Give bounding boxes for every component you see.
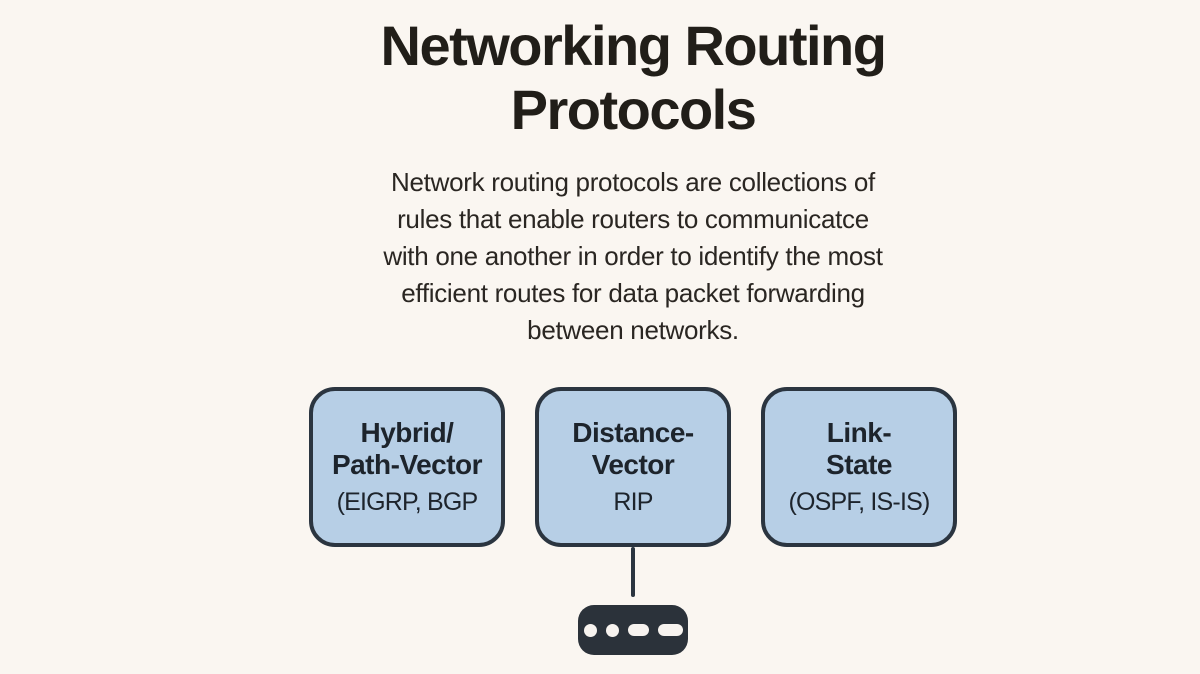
protocol-box-hybrid-path-vector: Hybrid/ Path-Vector (EIGRP, BGP (309, 387, 505, 547)
protocol-box-heading: Distance- Vector (572, 417, 694, 480)
router-port-dot-icon (583, 623, 597, 637)
protocol-box-distance-vector: Distance- Vector RIP (535, 387, 731, 547)
router-port-dot-icon (605, 623, 619, 637)
protocol-box-heading: Link- State (826, 417, 892, 480)
protocol-box-link-state: Link- State (OSPF, IS-IS) (761, 387, 957, 547)
protocol-boxes-row: Hybrid/ Path-Vector (EIGRP, BGP Distance… (33, 387, 1200, 547)
connector-group (33, 547, 1200, 655)
description-text: Network routing protocols are collection… (383, 167, 883, 345)
protocol-box-subtext: (OSPF, IS-IS) (788, 488, 930, 516)
router-port-slot-icon (627, 624, 649, 636)
page-title: Networking Routing Protocols (380, 14, 887, 141)
router-port-slot-icon (657, 624, 683, 636)
protocol-box-subtext: RIP (613, 488, 653, 516)
protocol-box-heading: Hybrid/ Path-Vector (331, 417, 483, 480)
infographic-content: Networking Routing Protocols Network rou… (33, 0, 1200, 655)
protocol-box-subtext: (EIGRP, BGP (336, 488, 479, 516)
router-device-icon (578, 605, 688, 655)
connector-line (631, 547, 635, 597)
